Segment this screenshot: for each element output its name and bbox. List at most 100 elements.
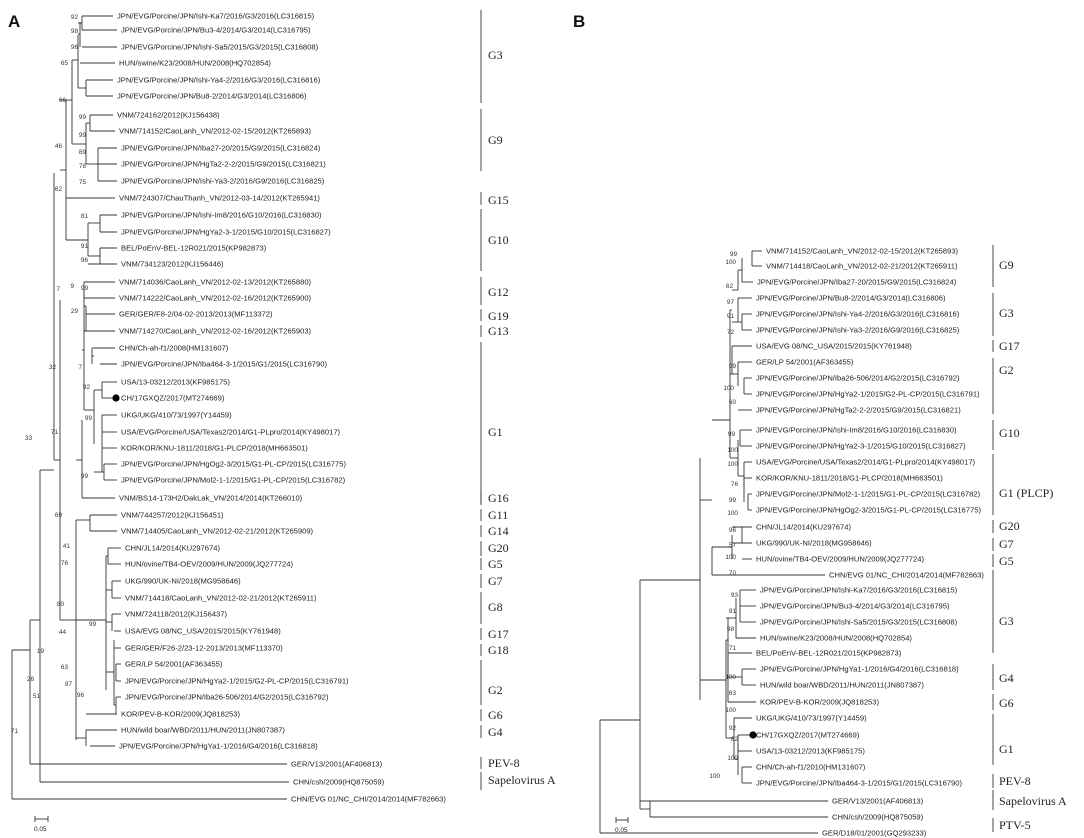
taxon-label: CHN/JL14/2014(KU297674) — [756, 522, 851, 531]
clade-label: G5 — [488, 557, 503, 571]
bootstrap-value: 76 — [61, 560, 69, 567]
clade-label: G12 — [488, 285, 509, 299]
taxon-label: GER/D18/01/2001(GQ293233) — [822, 828, 927, 837]
taxon-label: VNM/714405/CaoLanh_VN/2012-02-21/2012(KT… — [121, 527, 314, 536]
taxon-label: VNM/734123/2012(KJ156446) — [121, 260, 224, 269]
taxon-label: KOR/KOR/KNU-1811/2018/G1-PLCP/2018(MH663… — [756, 473, 943, 482]
taxon-label: CHN/csh/2009(HQ875059) — [832, 812, 924, 821]
bootstrap-value: 78 — [79, 163, 87, 170]
clade-label: G13 — [488, 324, 509, 338]
bootstrap-value: 65 — [61, 60, 69, 67]
study-strain-marker — [749, 731, 757, 739]
taxon-label: VNM/714036/CaoLanh_VN/2012-02-13/2012(KT… — [119, 278, 312, 287]
panel-a-label: A — [8, 12, 20, 31]
taxon-label: BEL/PoEnV-BEL-12R021/2015(KP982873) — [121, 244, 267, 253]
clade-label: G10 — [488, 233, 509, 247]
taxon-label: JPN/EVG/Porcine/JPN/Ishi-Ka7/2016/G3/201… — [760, 585, 958, 594]
taxon-label: VNM/714270/CaoLanh_VN/2012-02-16/2012(KT… — [119, 327, 312, 336]
taxon-label: CHN/csh/2009(HQ875059) — [293, 778, 385, 787]
bootstrap-value: 91 — [81, 243, 89, 250]
taxon-label: VNM/744257/2012(KJ156451) — [121, 511, 224, 520]
taxon-label: JPN/EVG/Porcine/JPN/Iba464-3-1/2015/G1/2… — [121, 360, 327, 369]
bootstrap-value: 81 — [81, 213, 89, 220]
bootstrap-value: 91 — [727, 313, 735, 320]
taxon-label: JPN/EVG/Porcine/JPN/HgOg2-3/2015/G1-PL-C… — [756, 505, 981, 514]
bootstrap-value: 89 — [79, 149, 87, 156]
bootstrap-value: 19 — [37, 648, 45, 655]
bootstrap-value: 93 — [731, 592, 739, 599]
taxon-label: JPN/EVG/Porcine/JPN/Ishi-Ya3-2/2016/G9/2… — [121, 177, 325, 186]
clade-label: G3 — [999, 306, 1014, 320]
panel-a-tree — [11, 10, 482, 822]
clade-label: G2 — [488, 683, 503, 697]
bootstrap-value: 99 — [729, 363, 737, 370]
clade-label: G9 — [488, 133, 503, 147]
bootstrap-value: 66 — [59, 97, 67, 104]
taxon-label: KOR/PEV-B-KOR/2009(JQ818253) — [121, 710, 240, 719]
clade-label: G19 — [488, 309, 509, 323]
taxon-label: USA/EVG 08/NC_USA/2015/2015(KY761948) — [756, 341, 912, 350]
taxon-label: VNM/724118/2012(KJ156437) — [125, 610, 227, 619]
clade-label: G6 — [999, 696, 1014, 710]
taxon-label: USA/EVG 08/NC_USA/2015/2015(KY761948) — [125, 627, 281, 636]
taxon-label: JPN/EVG/Porcine/JPN/Bu8-2/2014/G3/2014(L… — [756, 293, 946, 302]
clade-label: Sapelovirus A — [488, 773, 556, 787]
bootstrap-value: 100 — [725, 554, 736, 561]
bootstrap-value: 99 — [85, 415, 93, 422]
clade-label: G11 — [488, 508, 508, 522]
clade-label: G7 — [488, 574, 503, 588]
bootstrap-value: 46 — [55, 143, 63, 150]
taxon-label: VNM/714152/CaoLanh_VN/2012-02-15/2012(KT… — [766, 246, 959, 255]
bootstrap-value: 100 — [727, 510, 738, 517]
bootstrap-value: 44 — [59, 629, 67, 636]
study-strain-marker — [112, 394, 120, 402]
bootstrap-value: 26 — [27, 676, 35, 683]
clade-label: PEV-8 — [488, 756, 520, 770]
bootstrap-value: 32 — [49, 364, 57, 371]
taxon-label: UKG/UKG/410/73/1997(Y14459) — [756, 713, 867, 722]
taxon-label: JPN/EVG/Porcine/JPN/HgYa2-3-1/2015/G10/2… — [121, 228, 331, 237]
clade-label: G4 — [488, 725, 503, 739]
taxon-label: VNM/714418/CaoLanh_VN/2012-02-21/2012(KT… — [125, 594, 317, 603]
clade-label: PTV-5 — [999, 818, 1031, 832]
taxon-label: JPN/EVG/Porcine/JPN/HgTa2-2-2/2015/G9/20… — [121, 160, 326, 169]
bootstrap-value: 51 — [33, 693, 41, 700]
taxon-label: VNM/724162/2012(KJ156438) — [117, 111, 220, 120]
taxon-label: VNM/BS14-173H2/DakLak_VN/2014/2014(KT266… — [119, 494, 303, 503]
bootstrap-value: 99 — [728, 431, 736, 438]
taxon-label: CH/17GXQZ/2017(MT274669) — [756, 730, 860, 739]
clade-label: G1 — [488, 425, 503, 439]
taxon-label: JPN/EVG/Porcine/JPN/Iba26-506/2014/G2/20… — [756, 373, 960, 382]
bootstrap-value: 96 — [729, 527, 737, 534]
bootstrap-value: 62 — [55, 186, 63, 193]
bootstrap-value: 69 — [55, 512, 63, 519]
bootstrap-value: 97 — [65, 681, 73, 688]
bootstrap-value: 91 — [729, 608, 737, 615]
bootstrap-value: 99 — [79, 114, 87, 121]
clade-label: G4 — [999, 671, 1014, 685]
taxon-label: JPN/EVG/Porcine/JPN/Iba26-506/2014/G2/20… — [125, 693, 329, 702]
taxon-label: GER/V13/2001(AF406813) — [832, 796, 924, 805]
taxon-label: GER/V13/2001(AF406813) — [291, 760, 383, 769]
taxon-label: USA/13-03212/2013(KF985175) — [756, 746, 865, 755]
clade-label: G16 — [488, 491, 509, 505]
taxon-label: JPN/EVG/Porcine/JPN/Mol2-1-1/2015/G1-PL-… — [756, 489, 981, 498]
clade-label: PEV-8 — [999, 774, 1031, 788]
bootstrap-value: 99 — [89, 621, 97, 628]
taxon-label: CHN/EVG 01/NC_CHI/2014/2014(MF782663) — [291, 795, 446, 804]
bootstrap-value: 96 — [71, 44, 79, 51]
clade-label: G1 — [999, 742, 1014, 756]
taxon-label: JPN/EVG/Porcine/JPN/Iba27-20/2015/G9/201… — [121, 144, 321, 153]
bootstrap-value: 92 — [71, 14, 79, 21]
scale-label: 0.05 — [34, 826, 47, 833]
taxon-label: JPN/EVG/Porcine/JPN/Bu3-4/2014/G3/2014(L… — [760, 601, 950, 610]
bootstrap-value: 100 — [725, 707, 736, 714]
bootstrap-value: 9 — [70, 283, 74, 290]
bootstrap-value: 99 — [730, 251, 738, 258]
clade-label: G9 — [999, 258, 1014, 272]
taxon-label: JPN/EVG/Porcine/JPN/Ishi-Ya4-2/2016/G3/2… — [756, 309, 960, 318]
bootstrap-value: 100 — [723, 385, 734, 392]
taxon-label: HUN/wild boar/WBD/2011/HUN/2011(JN807387… — [760, 680, 924, 689]
taxon-label: CHN/Ch-ah-f1/2008(HM131607) — [119, 344, 229, 353]
bootstrap-value: 100 — [727, 461, 738, 468]
